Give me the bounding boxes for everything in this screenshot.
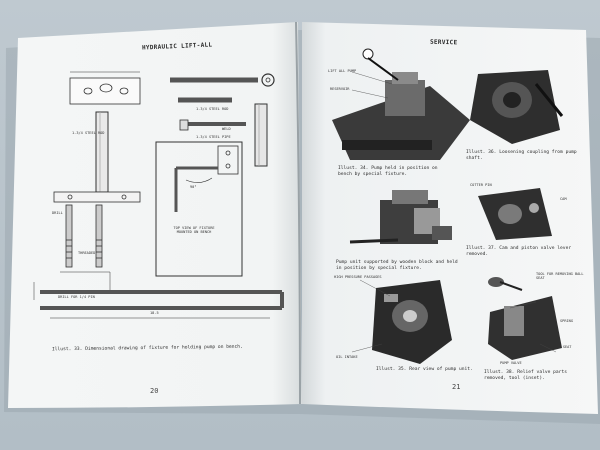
illust-37-photo: [478, 188, 552, 240]
label-ball-seat: BALL SEAT: [552, 345, 572, 349]
caption-illust-34: Illust. 34. Pump held in position on ben…: [338, 166, 438, 177]
caption-illust-38: Illust. 38. Relief valve parts removed, …: [484, 370, 567, 381]
label-lift-all-pump: LIFT ALL PUMP: [328, 69, 357, 73]
label-dim-long: 18.5: [150, 311, 159, 315]
label-reservoir: RESERVOIR: [330, 87, 350, 91]
label-steel-rod: 1-3/4 STEEL ROD: [72, 131, 105, 135]
left-page: [8, 22, 302, 408]
caption-illust-35: Illust. 35. Rear view of pump unit.: [376, 367, 473, 372]
illust-35-photo: [372, 280, 452, 364]
right-page-header: SERVICE: [429, 38, 458, 47]
illust-35b-photo: [349, 190, 452, 244]
illust-38-photo: [488, 277, 562, 360]
label-steel-pipe: 1-3/4 STEEL PIPE: [196, 135, 231, 139]
illust-36-photo: [470, 70, 564, 144]
label-drill-pin: DRILL FOR 1/4 PIN: [58, 295, 95, 299]
label-pump-valve: PUMP VALVE: [500, 361, 522, 365]
label-cotter-pin: COTTER PIN: [470, 183, 492, 187]
caption-illust-37: Illust. 37. Cam and piston valve lever r…: [466, 246, 572, 257]
caption-illust-36: Illust. 36. Loosening coupling from pump…: [466, 150, 577, 161]
label-steel-rod-right: 1-3/4 STEEL ROD: [196, 107, 229, 111]
label-weld: WELD: [222, 127, 231, 131]
label-threaded: THREADED: [78, 251, 96, 255]
fixture-drawing: [33, 71, 284, 319]
label-cam: CAM: [560, 197, 567, 201]
right-page-number: 21: [452, 383, 461, 391]
label-spring: SPRING: [560, 319, 573, 323]
illust-34-photo: [332, 48, 470, 160]
caption-illust-36b: Pump unit supported by wooden block and …: [336, 260, 458, 271]
label-angle: 90°: [190, 185, 197, 189]
label-oil-intake: OIL INTAKE: [336, 355, 358, 359]
label-drill: DRILL: [52, 211, 63, 215]
label-top-view: TOP VIEW OF FIXTURE MOUNTED ON BENCH: [173, 226, 215, 235]
label-tool: TOOL FOR REMOVING BALL SEAT: [536, 272, 584, 281]
left-page-number: 20: [150, 387, 159, 395]
label-high-pressure: HIGH PRESSURE PASSAGES: [334, 275, 382, 279]
